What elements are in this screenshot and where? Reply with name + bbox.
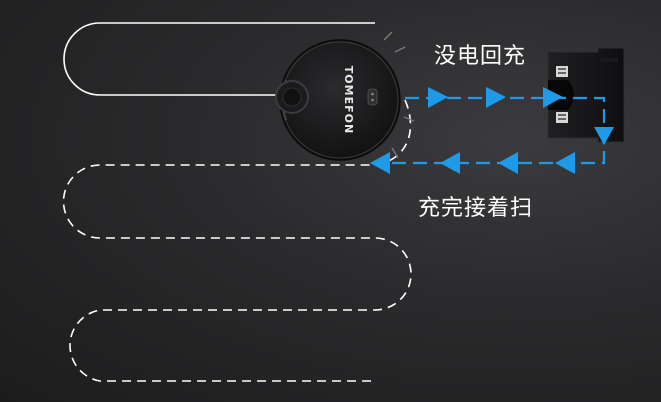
arrow-icon (555, 152, 575, 174)
arrow-icon (440, 152, 460, 174)
arrow-icon (428, 87, 448, 108)
return-route (370, 87, 614, 174)
arrow-icon (498, 152, 518, 174)
robot-brand-label: TOMEFON (342, 66, 355, 134)
arrow-icon (543, 87, 563, 108)
arrow-icon (594, 127, 614, 145)
resume-cleaning-label: 充完接着扫 (418, 196, 534, 221)
arrow-icon (370, 152, 390, 174)
remaining-path-dashed (62, 99, 412, 382)
arrow-icon (486, 87, 506, 108)
cleaned-path-solid (63, 22, 375, 96)
return-to-charge-label: 没电回充 (434, 44, 527, 69)
robot-vacuum-icon: TOMEFON (275, 31, 415, 161)
